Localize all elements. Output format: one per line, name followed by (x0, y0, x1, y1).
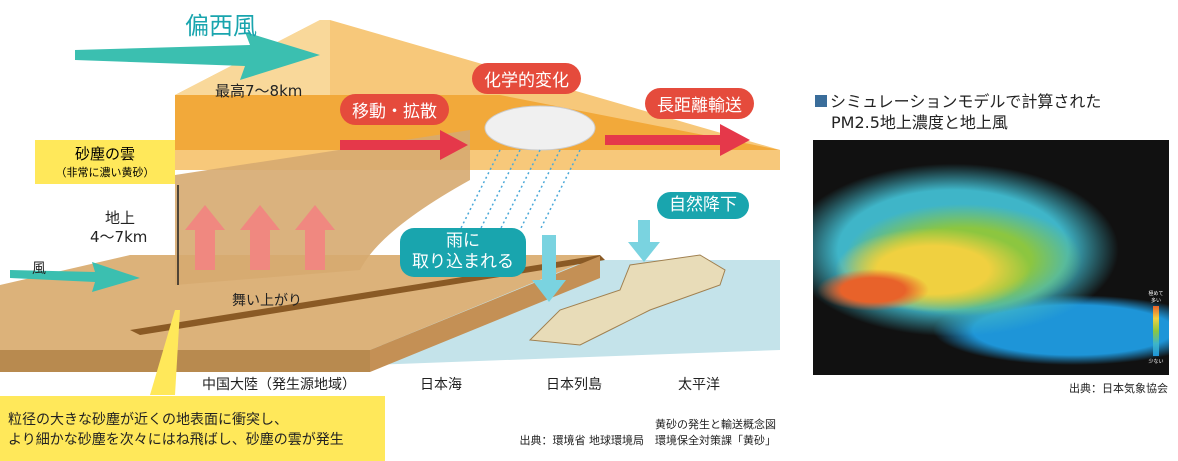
westerlies-label: 偏西風 (185, 12, 257, 40)
natural-fall-label: 自然降下 (657, 192, 749, 220)
diagram-source: 出典：環境省 地球環境局 環境保全対策課「黄砂」 (519, 434, 777, 447)
wind-arrow (10, 262, 140, 292)
note-line-2: より細かな砂塵を次々にはね飛ばし、砂塵の雲が発生 (8, 432, 344, 448)
rain-capture-line-1: 雨に (446, 231, 480, 251)
transport-arrow (605, 124, 750, 156)
region-japan: 日本列島 (546, 377, 602, 393)
rain-capture-line-2: 取り込まれる (412, 252, 514, 273)
wind-label: 風 (32, 261, 46, 277)
dust-cloud-note: （非常に濃い黄砂） (55, 166, 155, 179)
max-height-label: 最高7〜8km (215, 82, 303, 100)
legend-high: 極めて多い (1148, 291, 1164, 304)
rising-arrows (185, 205, 335, 270)
ground-edge (0, 350, 370, 372)
note-line-1: 粒径の大きな砂塵が近くの地表面に衝突し、 (8, 412, 288, 428)
map-title-text: シミュレーションモデルで計算された (830, 92, 1102, 111)
dust-cloud-box: 砂塵の雲 （非常に濃い黄砂） (35, 140, 175, 184)
rain-down-arrow (532, 235, 566, 302)
ground-height-label-2: 4〜7km (90, 228, 148, 246)
ground-height-label-1: 地上 (105, 209, 136, 227)
japan-islands (528, 254, 726, 346)
callout-pointer (150, 310, 180, 395)
long-range-label: 長距離輸送 (645, 88, 754, 119)
map-legend: 極めて多い 少ない (1147, 290, 1165, 370)
region-china: 中国大陸（発生源地域） (202, 377, 356, 393)
fall-down-arrow (628, 220, 660, 262)
dust-cloud (175, 130, 470, 285)
map-title-line-2: PM2.5地上濃度と地上風 (831, 113, 1008, 132)
diagram-caption: 黄砂の発生と輸送概念図 (655, 418, 776, 431)
note-box: 粒径の大きな砂塵が近くの地表面に衝突し、 より細かな砂塵を次々にはね飛ばし、砂塵… (0, 396, 385, 461)
pm25-map: 極めて多い 少ない (813, 140, 1169, 375)
region-pacific: 太平洋 (678, 377, 720, 393)
region-sea-of-japan: 日本海 (420, 377, 462, 393)
map-title-line-1: シミュレーションモデルで計算された (815, 88, 1101, 112)
chemical-change-label: 化学的変化 (472, 63, 581, 94)
rise-up-label: 舞い上がり (232, 293, 302, 309)
move-spread-label: 移動・拡散 (340, 94, 449, 125)
cloud-icon (484, 105, 596, 151)
legend-scale (1153, 306, 1159, 356)
pm25-concentration-field (813, 140, 1169, 375)
westerly-arrow (75, 32, 320, 80)
legend-low: 少ない (1148, 359, 1164, 365)
square-bullet-icon (815, 95, 827, 107)
map-source: 出典：日本気象協会 (1069, 382, 1168, 395)
dust-cloud-label: 砂塵の雲 (74, 145, 135, 163)
move-arrow (340, 130, 468, 160)
ground-surface (0, 255, 600, 350)
rain-capture-label: 雨に 取り込まれる (400, 228, 526, 277)
